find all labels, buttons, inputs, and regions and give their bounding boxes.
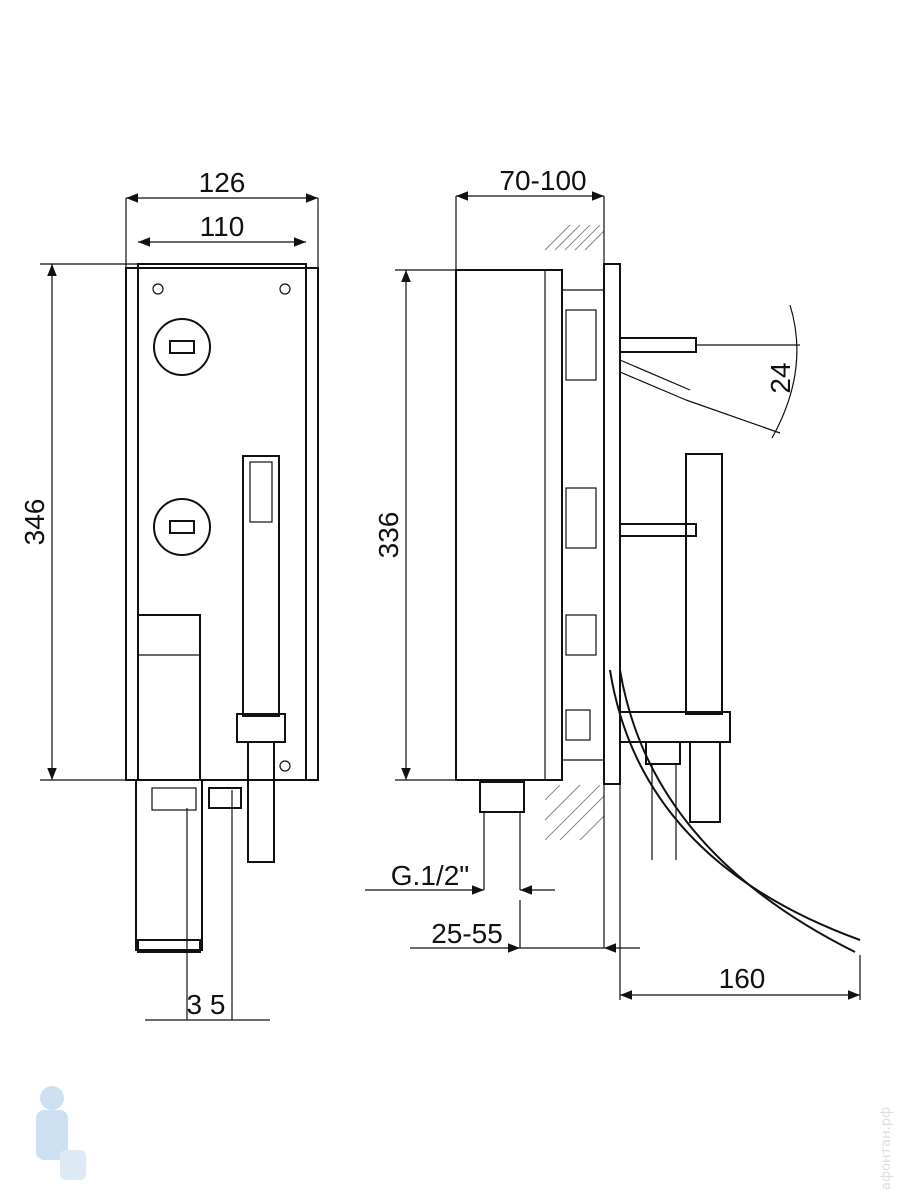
screw-icon <box>279 283 291 295</box>
plumber-logo <box>36 1086 86 1180</box>
wall-hatch <box>544 224 605 841</box>
dim-35: 3 5 <box>187 989 226 1020</box>
hand-shower <box>242 455 280 717</box>
hose <box>609 669 861 941</box>
dim-336: 336 <box>373 512 404 559</box>
dim-110: 110 <box>200 211 245 242</box>
lever <box>619 337 697 353</box>
screw-icon <box>152 283 164 295</box>
housing <box>455 269 563 781</box>
front-plate <box>137 263 307 781</box>
screw-icon <box>279 760 291 772</box>
spout <box>137 614 201 781</box>
dim-thread: G.1/2" <box>391 860 469 891</box>
control-knob-top <box>153 318 211 376</box>
dim-25-55: 25-55 <box>431 918 503 949</box>
front-view: 126 110 346 3 5 <box>19 167 319 1021</box>
side-view: 24 70-100 336 G.1/2" 25-55 160 <box>365 165 861 1000</box>
dim-346: 346 <box>19 499 50 546</box>
control-knob-bottom <box>153 498 211 556</box>
dim-160: 160 <box>719 963 766 994</box>
watermark-text: афонтан.рф <box>879 1107 894 1190</box>
dim-24-angle: 24 <box>765 362 796 393</box>
hand-shower-side <box>685 453 723 715</box>
dim-126: 126 <box>199 167 246 198</box>
dim-70-100: 70-100 <box>499 165 586 196</box>
